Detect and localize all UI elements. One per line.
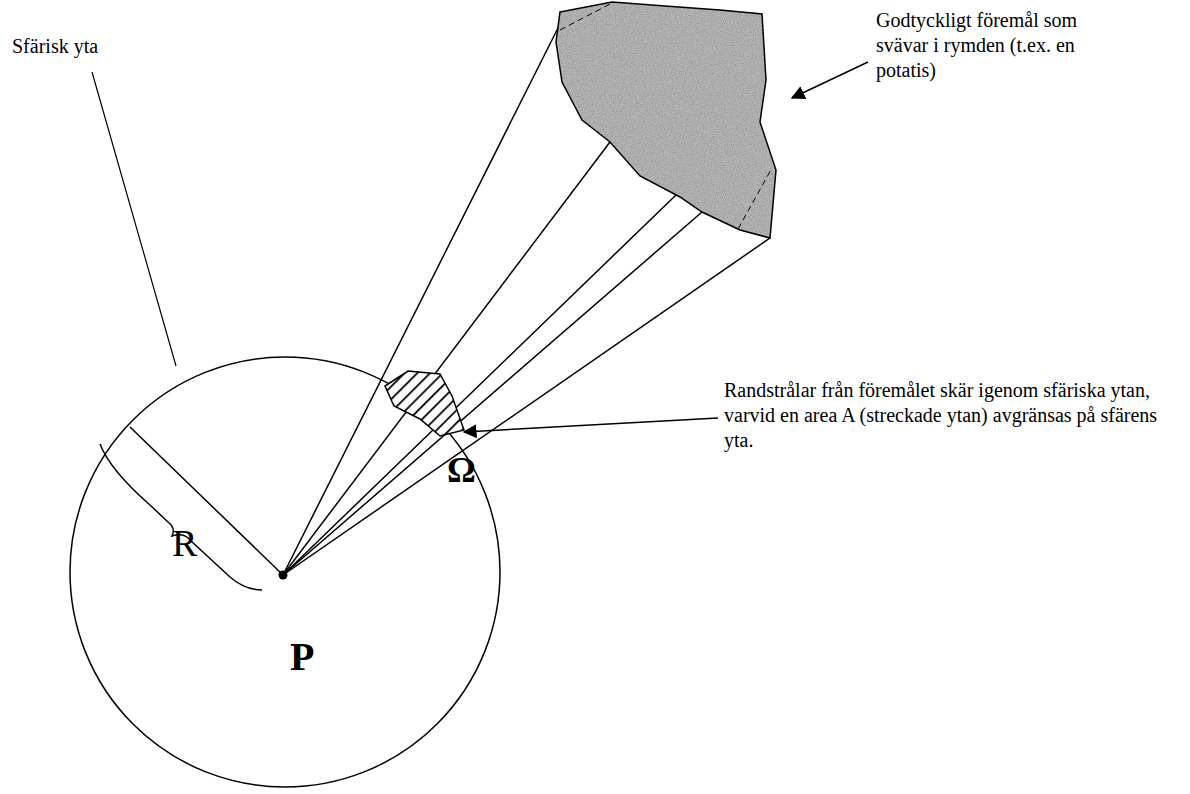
object-texture bbox=[550, 0, 780, 245]
hidden-edge bbox=[738, 168, 772, 229]
hidden-edge bbox=[560, 3, 612, 30]
area-note: Randstrålar från föremålet skär igenom s… bbox=[724, 378, 1184, 453]
center-point bbox=[279, 571, 288, 580]
object-outline bbox=[556, 2, 776, 238]
boundary-rays bbox=[283, 28, 770, 575]
sphere-outline bbox=[70, 357, 500, 787]
point-label: P bbox=[290, 632, 340, 682]
hatched-area bbox=[385, 371, 464, 436]
radius-line bbox=[130, 427, 283, 575]
leader-line bbox=[92, 72, 176, 366]
object-label: Godtyckligt föremål som svävar i rymden … bbox=[876, 8, 1126, 83]
leader-arrow bbox=[792, 62, 868, 98]
leader-arrow bbox=[464, 418, 718, 432]
radius-label: R bbox=[172, 520, 212, 568]
solid-angle-label: Ω bbox=[447, 448, 497, 493]
surface-label: Sfärisk yta bbox=[12, 34, 172, 59]
radius-brace bbox=[100, 444, 262, 590]
